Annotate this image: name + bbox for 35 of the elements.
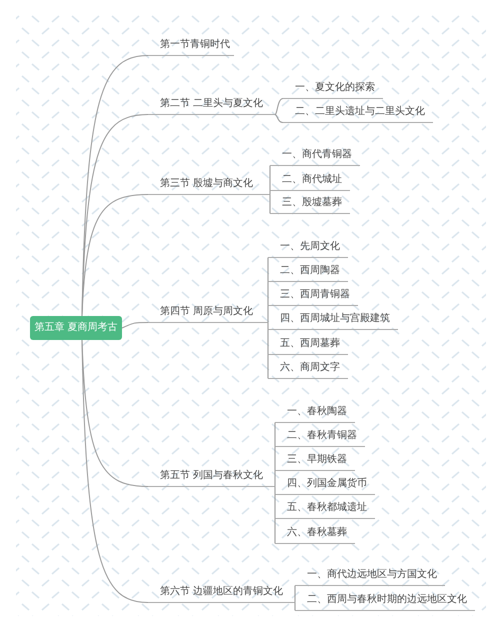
branch-line	[82, 194, 148, 316]
topic-label: 一、商代边远地区与方国文化	[295, 568, 445, 586]
topic-label: 一、商代青铜器	[270, 148, 360, 166]
topic-label: 第三节 殷墟与商文化	[148, 177, 270, 195]
branch-line	[274, 470, 276, 487]
topic-label: 第一节青铜时代	[148, 38, 234, 56]
topic-label: 二、二里头遗址与二里头文化	[283, 105, 433, 123]
central-topic-box: 第五章 夏商周考古	[30, 316, 122, 340]
branch-line	[294, 585, 296, 603]
topic-label: 二、西周与春秋时期的边远地区文化	[295, 593, 475, 611]
topic-label: 三、殷墟墓葬	[270, 196, 350, 214]
branch-line	[82, 340, 148, 603]
branch-line	[122, 322, 148, 328]
topic-label: 六、春秋墓葬	[275, 526, 355, 544]
topic-label: 第五节 列国与春秋文化	[148, 469, 275, 487]
topic-label: 四、列国金属货币	[275, 477, 375, 495]
topic-label: 三、西周青铜器	[268, 288, 358, 306]
topic-label: 五、西周墓葬	[268, 337, 348, 355]
topic-label: 一、夏文化的探索	[283, 81, 383, 99]
topic-label: 第四节 周原与周文化	[148, 305, 268, 323]
branch-line	[294, 602, 296, 611]
topic-label: 五、春秋都城遗址	[275, 501, 375, 519]
topic-label: 四、西周城址与宫殿建筑	[268, 312, 398, 330]
topic-label: 二、商代城址	[270, 173, 350, 191]
topic-label: 第二节 二里头与夏文化	[148, 97, 275, 115]
branch-line	[274, 486, 276, 544]
branch-line	[274, 114, 284, 123]
topic-label: 三、早期铁器	[275, 453, 355, 471]
topic-label: 二、春秋青铜器	[275, 429, 365, 447]
topic-label: 一、春秋陶器	[275, 405, 355, 423]
topic-label: 六、商周文字	[268, 361, 348, 379]
topic-label: 第六节 边疆地区的青铜文化	[148, 585, 295, 603]
topic-label: 一、先周文化	[268, 240, 348, 258]
branch-line	[274, 98, 284, 115]
topic-label: 二、西周陶器	[268, 264, 348, 282]
